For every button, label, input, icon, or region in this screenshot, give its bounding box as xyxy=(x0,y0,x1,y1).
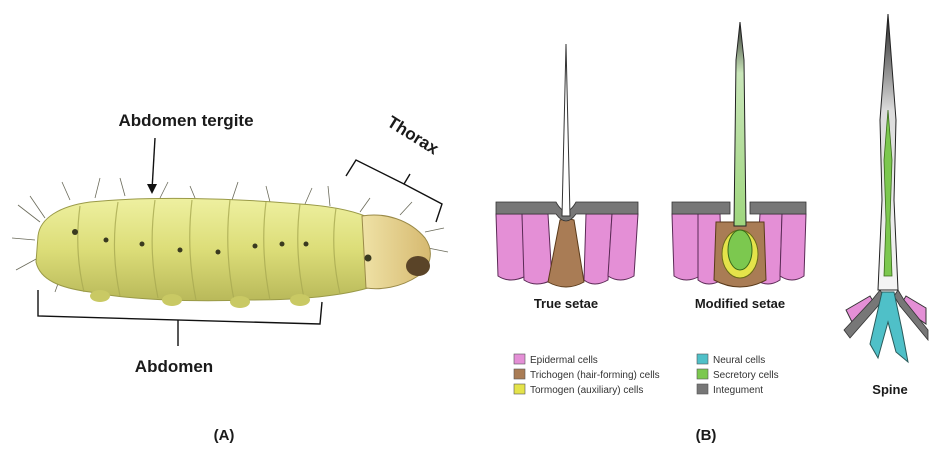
panel-b-label: (B) xyxy=(696,427,717,444)
thorax-bracket-tick xyxy=(404,174,410,184)
legend-label-tormogen: Tormogen (auxiliary) cells xyxy=(530,385,643,396)
spine-diagram: Spine xyxy=(844,14,928,397)
modified-setae-diagram: Modified setae xyxy=(672,22,806,311)
modified-setae-secretory xyxy=(728,230,752,270)
head-capsule xyxy=(406,256,430,276)
legend-swatch-tormogen xyxy=(514,384,525,394)
legend-label-integument: Integument xyxy=(713,385,763,396)
legend-swatch-trichogen xyxy=(514,369,525,379)
legend-swatch-epidermal xyxy=(514,354,525,364)
modified-setae-hair xyxy=(734,22,746,226)
panel-a-label: (A) xyxy=(214,427,235,444)
tergite-arrowhead xyxy=(147,184,157,194)
spine-label: Spine xyxy=(872,382,907,397)
legend-label-epidermal: Epidermal cells xyxy=(530,355,598,366)
larva-body xyxy=(36,198,368,300)
true-setae-hair xyxy=(562,44,570,216)
true-setae-diagram: True setae xyxy=(496,44,638,311)
modified-setae-label: Modified setae xyxy=(695,296,785,311)
legend: Epidermal cells Trichogen (hair-forming)… xyxy=(514,354,779,396)
thorax-bracket xyxy=(346,160,442,222)
true-setae-trichogen xyxy=(548,219,584,287)
legend-label-neural: Neural cells xyxy=(713,355,765,366)
panel-b: True setae Modified setae Spi xyxy=(496,14,928,444)
tergite-arrow xyxy=(152,138,155,190)
panel-a: Abdomen tergite Thorax Abdomen (A) xyxy=(12,111,448,444)
legend-label-trichogen: Trichogen (hair-forming) cells xyxy=(530,370,660,381)
legend-swatch-integument xyxy=(697,384,708,394)
larva-head xyxy=(362,215,430,289)
thorax-label: Thorax xyxy=(384,112,443,158)
legend-label-secretory: Secretory cells xyxy=(713,370,779,381)
legend-swatch-secretory xyxy=(697,369,708,379)
legend-swatch-neural xyxy=(697,354,708,364)
true-setae-label: True setae xyxy=(534,296,598,311)
abdomen-tergite-label: Abdomen tergite xyxy=(118,111,253,130)
abdomen-label: Abdomen xyxy=(135,357,213,376)
